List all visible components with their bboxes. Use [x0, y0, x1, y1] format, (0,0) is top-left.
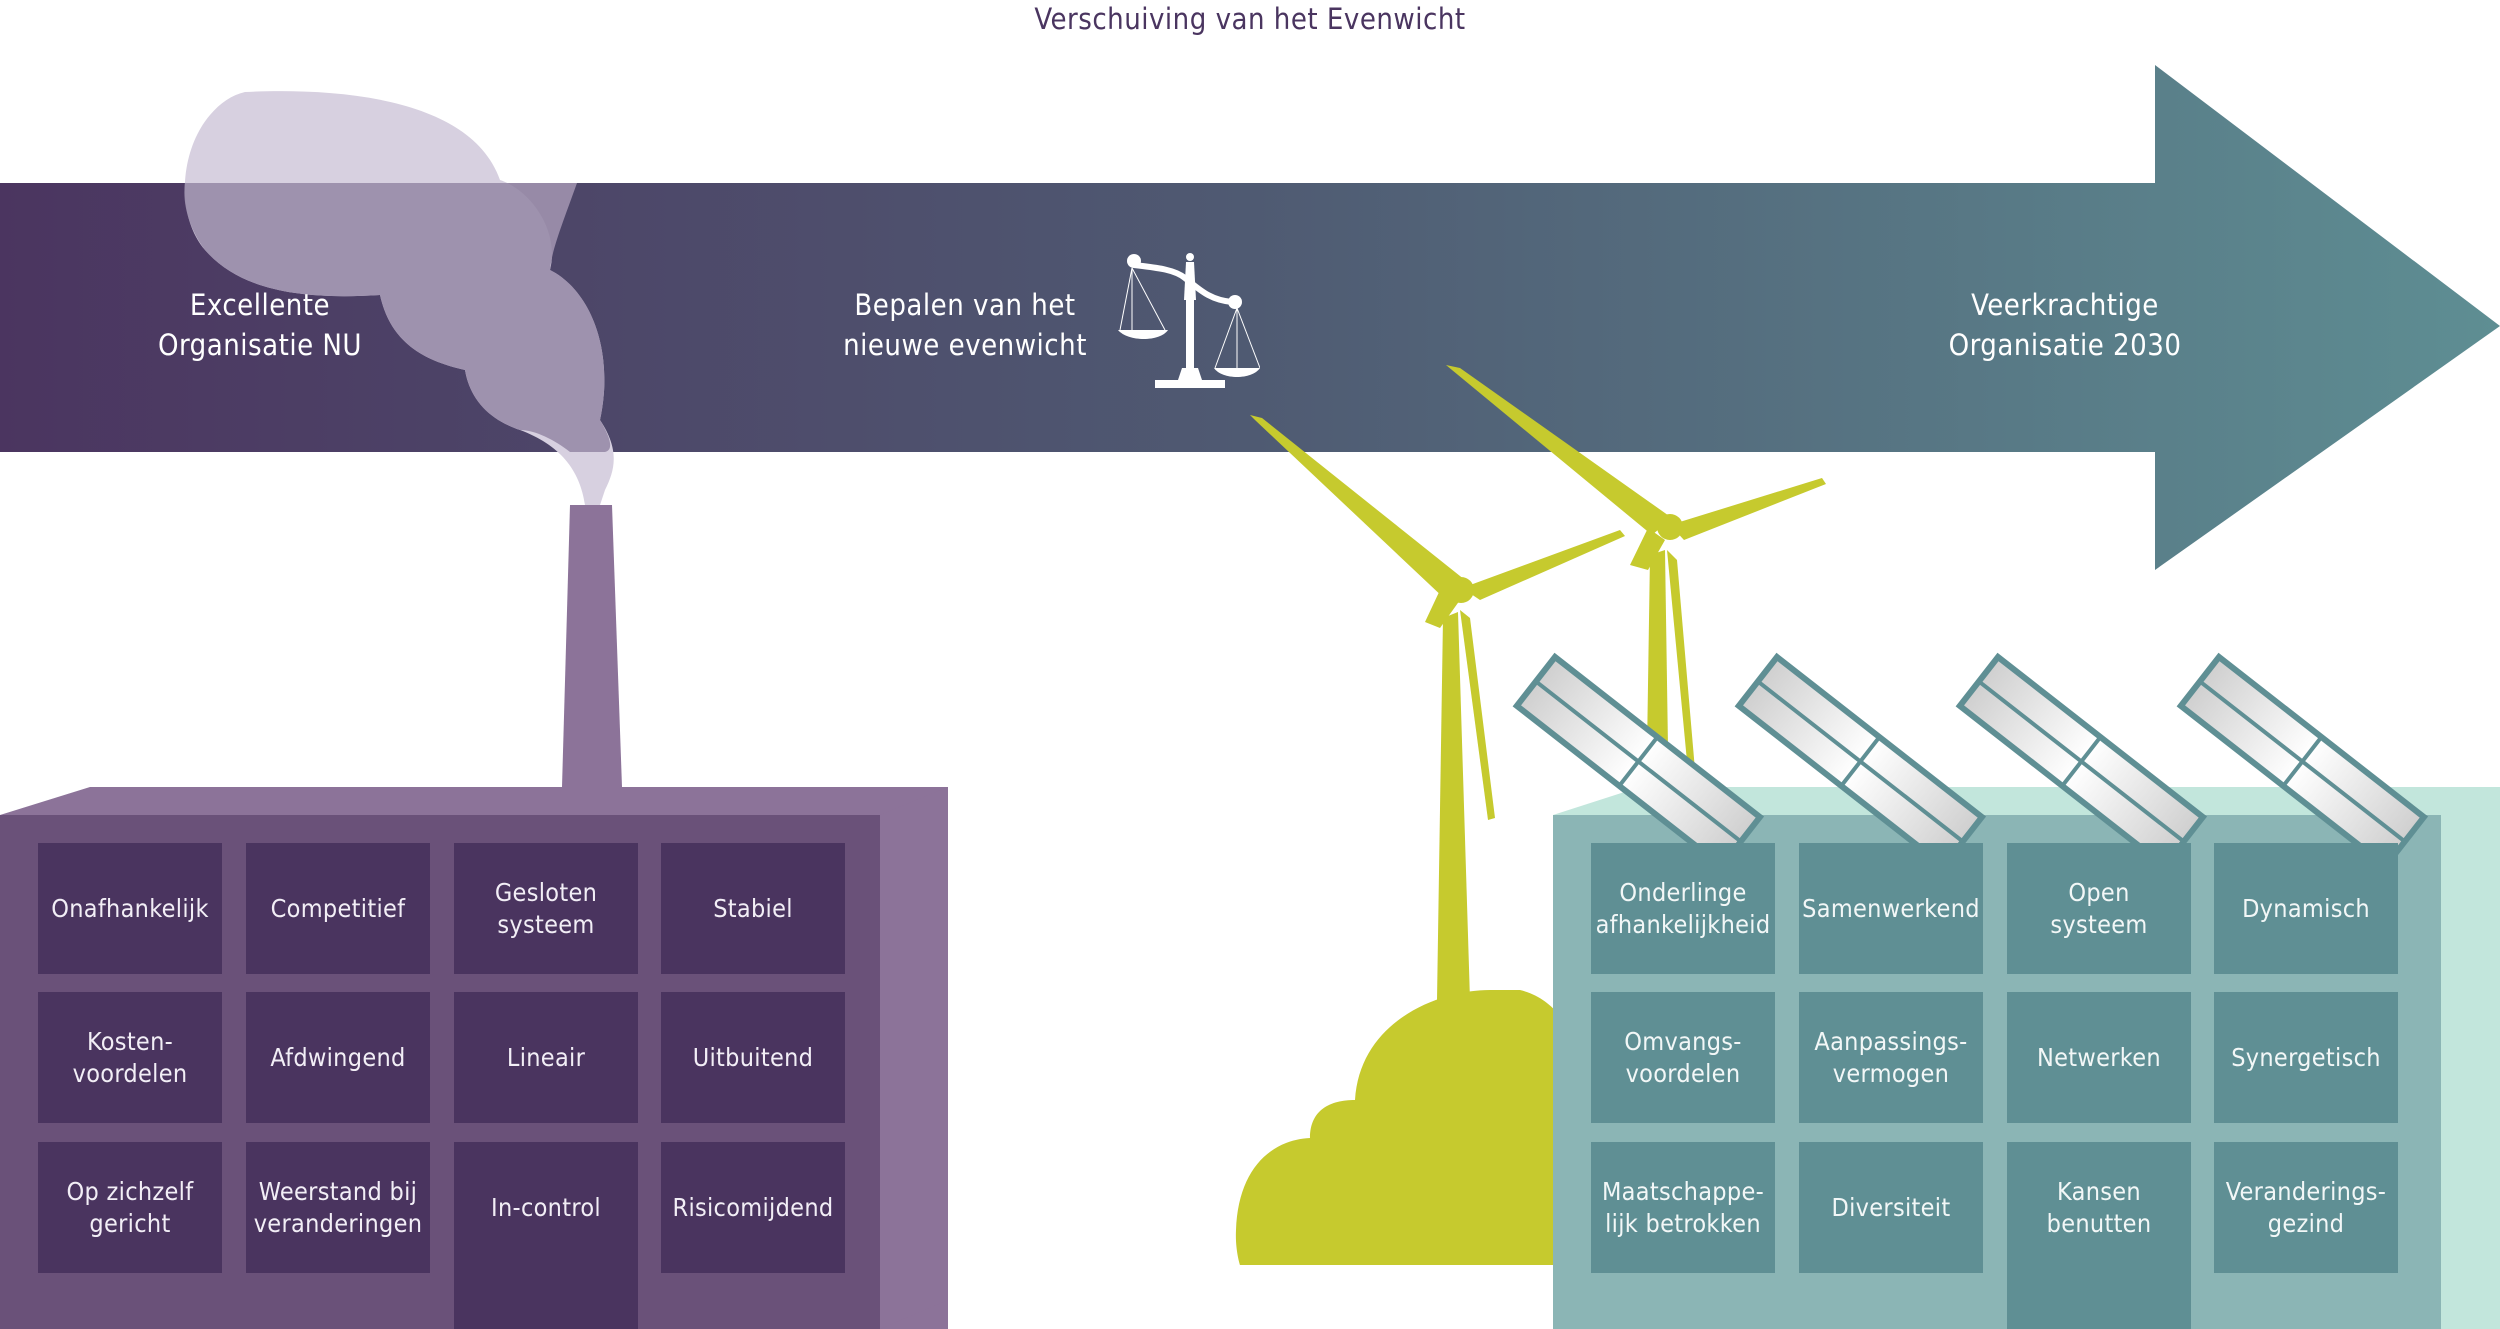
solar-panel	[1955, 652, 2208, 871]
trait-cell: Weerstand bij veranderingen	[246, 1142, 430, 1273]
smoke-cloud	[184, 91, 614, 505]
balance-scale-icon	[1118, 253, 1260, 388]
start-state-label: Excellente Organisatie NU	[157, 288, 363, 362]
green-tree	[1235, 990, 1620, 1265]
trait-cell: Risicomijdend	[661, 1142, 845, 1273]
trait-cell: In-control	[454, 1142, 638, 1273]
trait-cell: Op zichzelf gericht	[38, 1142, 222, 1273]
trait-cell: Aanpassings- vermogen	[1799, 992, 1983, 1123]
shift-arrow	[0, 65, 2500, 570]
solar-panel	[1512, 652, 1765, 871]
trait-cell: Lineair	[454, 992, 638, 1123]
diagram-title: Verschuiving van het Evenwicht	[1034, 2, 1466, 36]
solar-panel	[1734, 652, 1987, 871]
target-state-label: Veerkrachtige Organisatie 2030	[1948, 288, 2182, 362]
trait-cell: Kansen benutten	[2007, 1142, 2191, 1273]
door-column	[454, 1273, 638, 1329]
trait-cell: Synergetisch	[2214, 992, 2398, 1123]
trait-cell: Omvangs- voordelen	[1591, 992, 1775, 1123]
trait-cell: Samenwerkend	[1799, 843, 1983, 974]
trait-cell: Dynamisch	[2214, 843, 2398, 974]
trait-cell: Open systeem	[2007, 843, 2191, 974]
chimney	[562, 505, 622, 787]
trait-cell: Competitief	[246, 843, 430, 974]
trait-cell: Afdwingend	[246, 992, 430, 1123]
wind-turbine	[1250, 415, 1625, 1000]
trait-cell: Kosten- voordelen	[38, 992, 222, 1123]
trait-cell: Onderlinge afhankelijkheid	[1591, 843, 1775, 974]
trait-cell: Maatschappe- lijk betrokken	[1591, 1142, 1775, 1273]
trait-cell: Gesloten systeem	[454, 843, 638, 974]
solar-panel	[2176, 652, 2429, 871]
door-column	[2007, 1273, 2191, 1329]
trait-cell: Onafhankelijk	[38, 843, 222, 974]
trait-cell: Diversiteit	[1799, 1142, 1983, 1273]
trait-cell: Uitbuitend	[661, 992, 845, 1123]
trait-cell: Netwerken	[2007, 992, 2191, 1123]
transition-label: Bepalen van het nieuwe evenwicht	[843, 288, 1087, 362]
trait-cell: Stabiel	[661, 843, 845, 974]
trait-cell: Veranderings- gezind	[2214, 1142, 2398, 1273]
